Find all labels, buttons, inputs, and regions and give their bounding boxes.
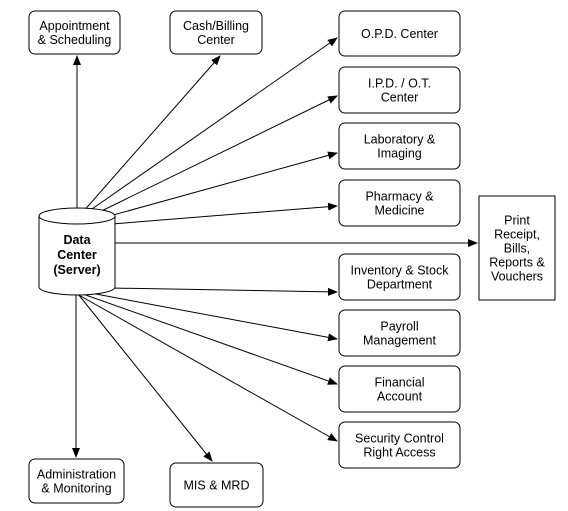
node-box <box>338 10 461 57</box>
node-label-line: MIS & MRD <box>184 479 250 493</box>
node-label-line: O.P.D. Center <box>361 27 438 41</box>
node-box <box>338 309 461 357</box>
node-box <box>28 10 121 55</box>
node-label-line: Administration <box>37 468 116 482</box>
arrow-to-ipd-ot <box>84 95 338 220</box>
arrow-to-financial <box>79 292 338 385</box>
node-label-line: & Scheduling <box>38 33 112 47</box>
node-box <box>28 458 125 504</box>
node-box <box>338 421 461 469</box>
node-label-line: Inventory & Stock <box>351 264 450 278</box>
node-label-line: Print <box>504 214 530 228</box>
node-administration: Administration& Monitoring <box>28 458 125 504</box>
node-label-line: Center <box>381 91 419 105</box>
data-center-label-line: Data <box>63 233 91 247</box>
node-label-line: Bills, <box>504 242 530 256</box>
node-label-line: Account <box>377 390 423 404</box>
node-label-line: Financial <box>374 376 424 390</box>
node-label-line: Appointment <box>39 19 110 33</box>
arrow-to-laboratory <box>87 151 338 223</box>
node-label-line: Payroll <box>380 320 418 334</box>
node-label-line: Laboratory & <box>364 133 436 147</box>
cylinder-top <box>38 207 116 225</box>
node-box <box>338 122 461 170</box>
data-center-label-line: Center <box>57 248 97 262</box>
node-label-line: Pharmacy & <box>365 190 434 204</box>
data-center-label-line: (Server) <box>53 263 100 277</box>
node-label-line: I.P.D. / O.T. <box>368 77 431 91</box>
node-label-line: Receipt, <box>494 228 540 242</box>
node-box <box>338 253 461 301</box>
node-box <box>338 365 461 413</box>
cylinder-body <box>38 216 116 296</box>
connectors <box>72 37 478 462</box>
arrow-to-inventory <box>109 287 338 296</box>
node-box <box>478 195 556 301</box>
arrow-to-pharmacy <box>111 202 338 225</box>
node-mis-mrd: MIS & MRD <box>169 462 264 508</box>
arrow-to-cash-billing <box>81 55 221 214</box>
node-laboratory: Laboratory &Imaging <box>338 122 461 170</box>
nodes: Appointment& SchedulingCash/BillingCente… <box>28 10 556 508</box>
node-label-line: & Monitoring <box>41 482 111 496</box>
node-label-line: Department <box>367 278 433 292</box>
node-pharmacy: Pharmacy &Medicine <box>338 179 461 227</box>
node-box <box>338 179 461 227</box>
node-label-line: Security Control <box>355 432 444 446</box>
node-label-line: Right Access <box>363 446 435 460</box>
node-label-line: Imaging <box>377 147 422 161</box>
arrow-to-opd <box>81 37 338 217</box>
node-box <box>338 66 461 114</box>
node-ipd-ot: I.P.D. / O.T.Center <box>338 66 461 114</box>
node-label-line: Medicine <box>374 204 424 218</box>
node-label-line: Vouchers <box>491 270 543 284</box>
node-appointment: Appointment& Scheduling <box>28 10 121 55</box>
node-label-line: Management <box>363 334 436 348</box>
node-box <box>169 462 264 508</box>
node-box <box>169 10 263 55</box>
node-opd: O.P.D. Center <box>338 10 461 57</box>
arrow-to-payroll <box>84 291 338 342</box>
arrow-to-mis-mrd <box>77 293 213 462</box>
arrow-to-security <box>76 293 338 442</box>
node-label-line: Center <box>197 33 235 47</box>
node-label-line: Reports & <box>489 256 545 270</box>
node-label-line: Cash/Billing <box>183 19 249 33</box>
